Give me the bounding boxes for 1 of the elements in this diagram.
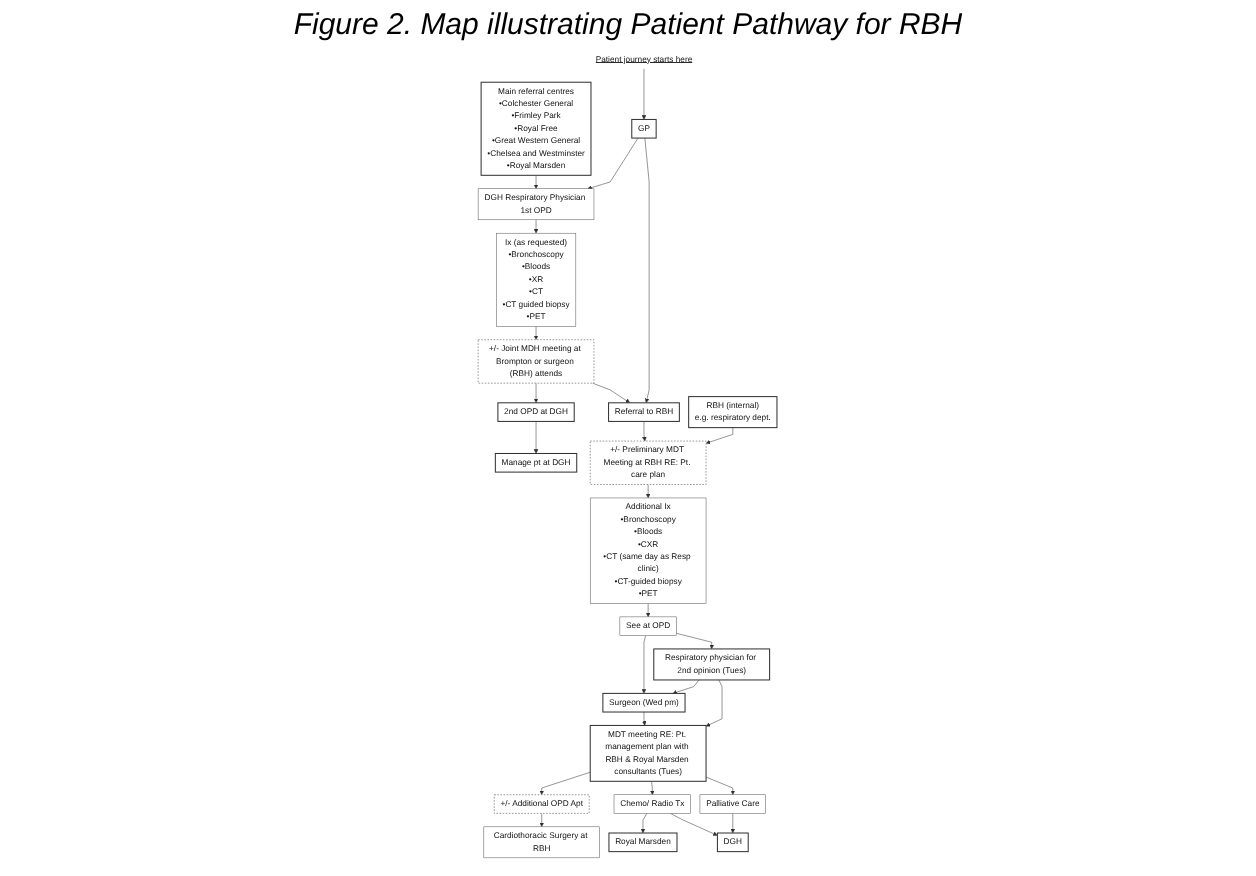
figure-title: Figure 2. Map illustrating Patient Pathway for RBH: [291, 8, 965, 42]
